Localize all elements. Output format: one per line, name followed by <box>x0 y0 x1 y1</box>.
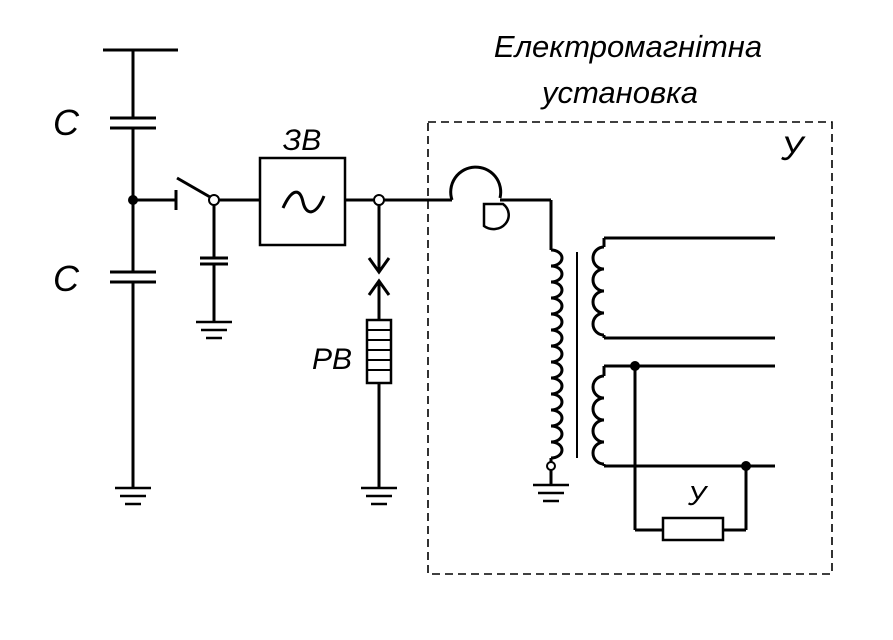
filter-label: ЗВ <box>283 124 321 157</box>
enclosure-label: У <box>780 130 806 168</box>
ground-icon <box>361 486 397 506</box>
arrester-arrow-up <box>367 278 391 296</box>
ground-icon <box>533 483 569 503</box>
ground-icon <box>115 486 151 506</box>
secondary-coil-upper <box>591 245 605 337</box>
coil-ground-terminal <box>546 461 556 471</box>
title-line-2: установка <box>540 75 698 110</box>
junction-dot-load-bottom <box>741 461 751 471</box>
ground-icon <box>196 320 232 340</box>
capacitor-top-label: C <box>53 102 80 143</box>
sine-wave-icon <box>281 190 326 214</box>
secondary-coil-lower <box>591 374 605 466</box>
arrester-arrow-down <box>367 257 391 275</box>
switch-terminal <box>208 194 220 206</box>
junction-dot-load-top <box>630 361 640 371</box>
arrester-node <box>373 194 385 206</box>
title-line-1: Електромагнітна <box>494 29 762 64</box>
load-label: У <box>687 480 709 511</box>
arrester-label: РВ <box>312 343 352 376</box>
switch-blade <box>176 176 211 199</box>
load-resistor <box>661 516 725 542</box>
primary-coil <box>550 248 564 460</box>
spark-gap-electrode <box>482 202 510 231</box>
enclosure-box <box>427 121 833 575</box>
junction-dot-bus <box>128 195 138 205</box>
spark-gap-arc <box>449 165 503 201</box>
capacitor-bottom-label: C <box>53 258 80 299</box>
